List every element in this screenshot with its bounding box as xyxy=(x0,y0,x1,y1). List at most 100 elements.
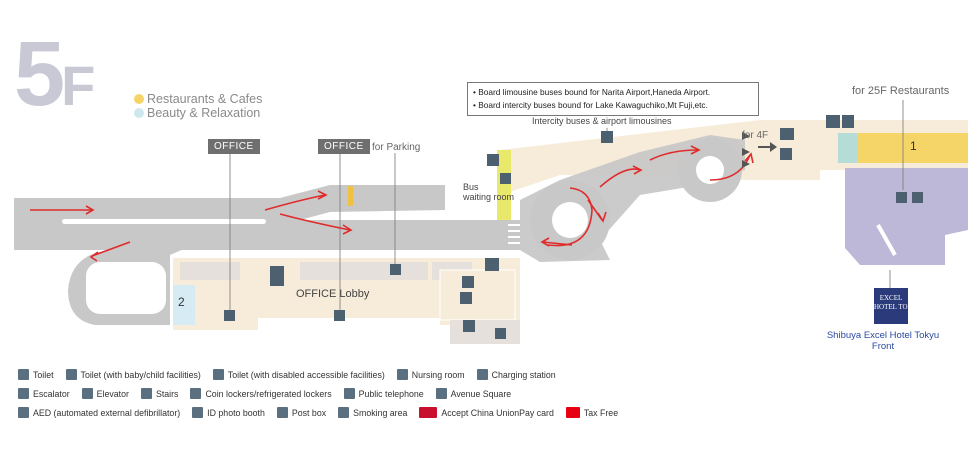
legend-item: Smoking area xyxy=(338,407,407,418)
escalator-icon xyxy=(270,266,284,286)
legend-label: Escalator xyxy=(33,388,70,399)
legend-label: Accept China UnionPay card xyxy=(441,407,554,418)
unionpay-icon xyxy=(419,407,438,418)
nursing-room-icon xyxy=(396,369,408,380)
road-island xyxy=(86,262,166,314)
escalator-icon xyxy=(780,128,794,140)
elevator-icon xyxy=(390,264,401,275)
legend-item: Toilet xyxy=(18,369,54,380)
category-restaurants-label: Restaurants & Cafes xyxy=(147,92,263,106)
post-box-icon xyxy=(276,407,288,418)
legend-item: Elevator xyxy=(81,388,129,399)
legend-item: Charging station xyxy=(476,369,556,380)
hotel-logo-text: EXCEL HOTEL TOKYU xyxy=(874,294,923,311)
excel-hotel-logo: EXCEL HOTEL TOKYU xyxy=(874,288,923,324)
legend-label: Elevator xyxy=(96,388,129,399)
accessible-toilet-icon xyxy=(842,115,854,128)
telephone-icon xyxy=(343,388,355,399)
legend-label: Public telephone xyxy=(358,388,424,399)
escalator-icon xyxy=(460,292,472,304)
lobby-room-4 xyxy=(439,269,516,321)
shop-2-area xyxy=(173,285,195,325)
legend-item: Nursing room xyxy=(396,369,465,380)
legend-row-1: Toilet Toilet (with baby/child facilitie… xyxy=(18,366,968,383)
legend-item: Post box xyxy=(276,407,327,418)
floor-number: 5F xyxy=(14,28,95,120)
legend-item: Accept China UnionPay card xyxy=(419,407,554,418)
lobby-room-2 xyxy=(300,262,428,280)
bus-notice: • Board limousine buses bound for Narita… xyxy=(467,82,759,116)
bus-waiting-room-label: Bus waiting room xyxy=(463,182,515,202)
legend-item: Stairs xyxy=(140,388,179,399)
locker-icon xyxy=(190,388,202,399)
road xyxy=(14,185,520,250)
median xyxy=(62,219,266,224)
for-4f-label: for 4F xyxy=(742,130,769,141)
office-lobby-label: OFFICE Lobby xyxy=(296,288,370,300)
beauty-area xyxy=(838,133,858,163)
locker-icon xyxy=(500,173,511,184)
office-tag-1[interactable]: OFFICE xyxy=(208,139,260,154)
intercity-buses-label: Intercity buses & airport limousines xyxy=(532,116,672,126)
legend-item: Toilet (with baby/child facilities) xyxy=(65,369,201,380)
elevator-icon xyxy=(81,388,93,399)
avenue-square-icon xyxy=(435,388,447,399)
legend-label: Toilet (with baby/child facilities) xyxy=(80,369,201,380)
legend: Toilet Toilet (with baby/child facilitie… xyxy=(18,366,968,423)
legend-label: Nursing room xyxy=(411,369,465,380)
bus-icon xyxy=(601,131,613,143)
traffic-arrows xyxy=(30,145,754,262)
parking-marker xyxy=(348,186,353,206)
legend-label: ID photo booth xyxy=(207,407,265,418)
legend-item: Toilet (with disabled accessible facilit… xyxy=(212,369,385,380)
for-25f-label: for 25F Restaurants xyxy=(852,85,950,97)
smoking-area-icon xyxy=(338,407,350,418)
telephone-icon xyxy=(912,192,923,203)
stairs-icon xyxy=(140,388,152,399)
hotel-area xyxy=(845,168,968,265)
stairs-icon xyxy=(463,320,475,332)
legend-item: ID photo booth xyxy=(192,407,265,418)
legend-label: Avenue Square xyxy=(450,388,512,399)
stairs-icon xyxy=(780,148,792,160)
legend-label: Post box xyxy=(291,407,327,418)
legend-item: Coin lockers/refrigerated lockers xyxy=(190,388,332,399)
legend-label: Stairs xyxy=(155,388,179,399)
category-beauty: Beauty & Relaxation xyxy=(134,106,260,120)
office-tag-2[interactable]: OFFICE xyxy=(318,139,370,154)
nursing-room-icon xyxy=(487,154,499,166)
shop-2-number: 2 xyxy=(178,295,185,309)
toilet-icon xyxy=(18,369,29,380)
legend-label: Tax Free xyxy=(583,407,619,418)
legend-label: Toilet (with disabled accessible facilit… xyxy=(227,369,385,380)
legend-label: Toilet xyxy=(33,369,54,380)
legend-item: AED (automated external defibrillator) xyxy=(18,407,180,418)
category-beauty-label: Beauty & Relaxation xyxy=(147,106,261,120)
for-parking-label: for Parking xyxy=(372,142,421,153)
crosswalk xyxy=(508,224,520,244)
lobby-room-5 xyxy=(450,320,520,344)
category-restaurants: Restaurants & Cafes xyxy=(134,92,262,106)
legend-label: Charging station xyxy=(491,369,556,380)
hotel-front-label: Shibuya Excel Hotel Tokyu Front xyxy=(826,330,940,352)
stairs-icon xyxy=(462,276,474,288)
beauty-color-dot xyxy=(134,108,144,118)
tax-free-icon xyxy=(565,407,580,418)
legend-label: Coin lockers/refrigerated lockers xyxy=(205,388,332,399)
elevator-icon xyxy=(224,310,235,321)
restaurants-color-dot xyxy=(134,94,144,104)
baby-toilet-icon xyxy=(65,369,77,380)
legend-item: Escalator xyxy=(18,388,70,399)
toilet-icon xyxy=(826,115,840,128)
legend-item: Public telephone xyxy=(343,388,424,399)
legend-item: Tax Free xyxy=(565,407,619,418)
charging-station-icon xyxy=(476,369,488,380)
elevator-icon xyxy=(896,192,907,203)
toilet-icon xyxy=(485,258,499,271)
escalator-icon xyxy=(18,388,29,399)
lobby-room-1 xyxy=(180,262,240,280)
notice-line: • Board intercity buses bound for Lake K… xyxy=(473,100,708,110)
elevator-icon xyxy=(495,328,506,339)
accessible-toilet-icon xyxy=(212,369,224,380)
